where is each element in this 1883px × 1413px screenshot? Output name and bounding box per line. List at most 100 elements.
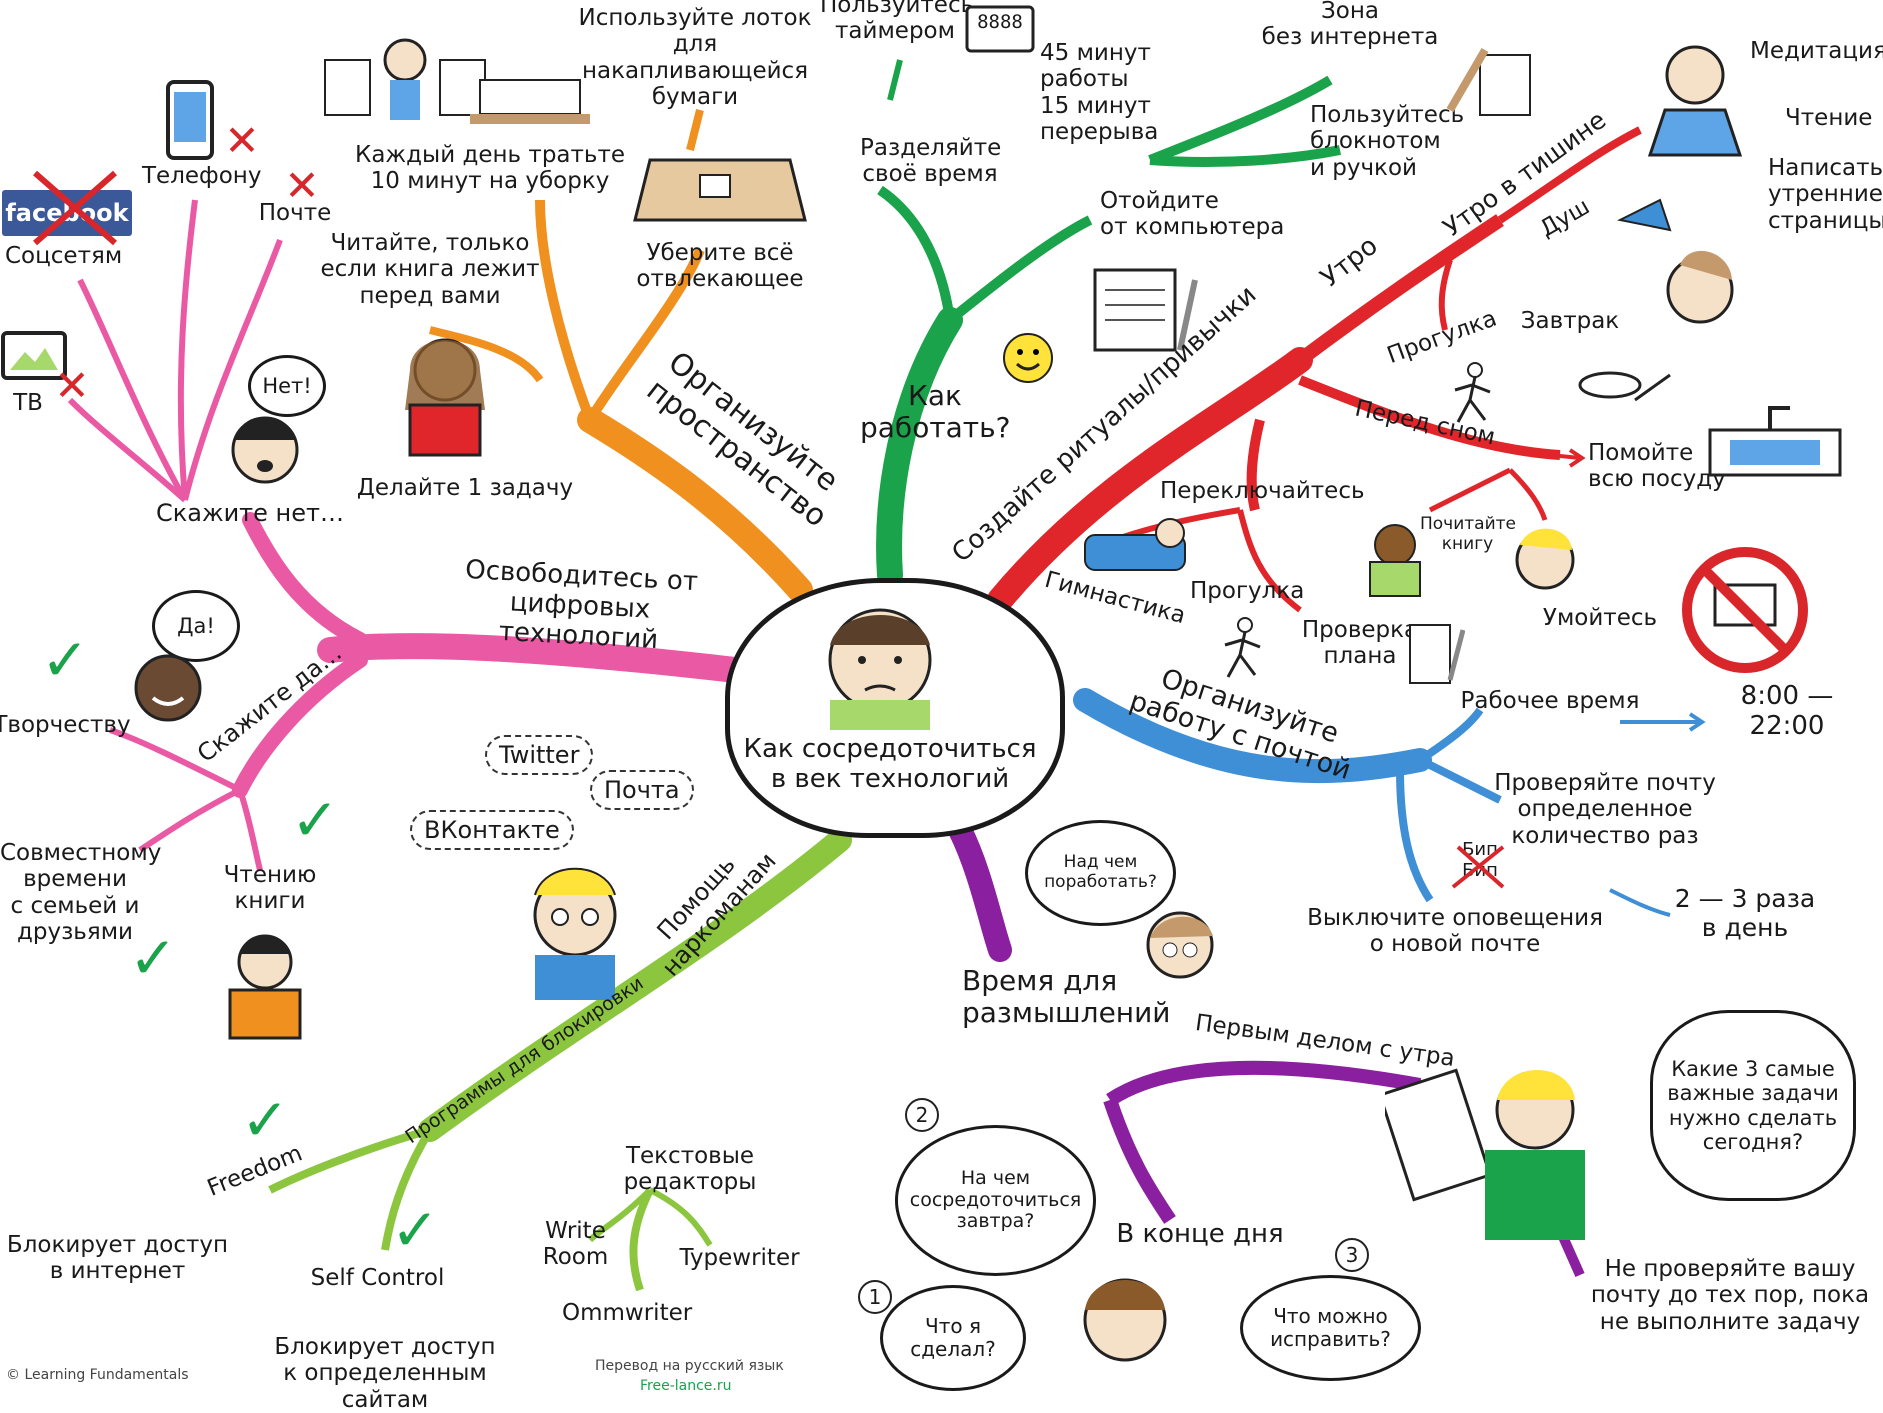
document-icon	[1090, 265, 1200, 355]
red-branch-morning	[1295, 214, 1504, 366]
q1-number: 1	[858, 1280, 892, 1314]
lime-branch-d	[587, 1187, 653, 1243]
space-read: Читайте, только если книга лежит перед в…	[320, 230, 540, 309]
yes-family: Совместному времени с семьей и друзьями	[0, 840, 162, 946]
editor-typewriter: Typewriter	[679, 1245, 800, 1271]
email-check-freq: 2 — 3 раза в день	[1674, 884, 1816, 942]
reading-check-icon: ✓	[290, 786, 340, 854]
green-branch-a	[877, 185, 955, 321]
orange-branch-b	[585, 248, 705, 423]
pink-branch-say-yes	[232, 652, 368, 798]
pink-branch-yes-creative	[109, 727, 242, 793]
pink-branch-say-no	[242, 512, 368, 648]
lime-branch-e	[648, 1187, 713, 1247]
lime-branch-b	[381, 1127, 434, 1251]
desk-icon	[630, 150, 810, 240]
addict-selfcontrol-desc: Блокирует доступ к определенным сайтам	[274, 1334, 496, 1413]
freedom-check-icon: ✓	[240, 1086, 290, 1154]
reflect-no-mail: Не проверяйте вашу почту до тех пор, пок…	[1590, 1256, 1870, 1335]
orange-branch-c	[686, 109, 704, 151]
credit-right-site: Free-lance.ru	[640, 1378, 732, 1394]
creative-check-icon: ✓	[40, 626, 90, 694]
quiet-meditation: Медитация	[1750, 38, 1883, 64]
green-branch-e	[1149, 145, 1341, 167]
arrow-red-read	[1428, 467, 1512, 513]
switch-walk: Прогулка	[1190, 578, 1305, 604]
orange-branch-a	[535, 199, 595, 422]
arrow-blue	[1620, 712, 1706, 732]
email-time-range: 8:00 — 22:00	[1740, 681, 1834, 741]
reading-kid-icon	[1360, 520, 1430, 600]
pink-branch-yes-read	[237, 789, 263, 871]
morning-breakfast: Завтрак	[1520, 308, 1620, 334]
orange-branch-d	[429, 326, 544, 383]
green-branch-b	[946, 215, 1093, 324]
space-one-task: Делайте 1 задачу	[356, 475, 574, 501]
work-45-15: 45 минут работы 15 минут перерыва	[1040, 40, 1159, 146]
stressed-person-icon	[505, 855, 645, 1000]
shouting-boy-icon	[225, 410, 305, 490]
bowl-spoon-icon	[1575, 365, 1675, 410]
reflect-branch-label: Время для размышлений	[962, 964, 1171, 1030]
yes-creative: Творчеству	[0, 712, 131, 738]
facebook-cross-icon	[30, 168, 120, 248]
sleep-wash: Умойтесь	[1542, 605, 1658, 631]
purple-branch-b	[1103, 1097, 1176, 1224]
digital-branch-label: Освободитесь от цифровых технологий	[464, 554, 699, 655]
center-title: Как сосредоточиться в век технологий	[743, 734, 1037, 794]
thinking-head-icon	[1135, 900, 1225, 990]
lime-branch-a	[268, 1126, 432, 1194]
blue-branch	[1073, 688, 1432, 784]
smiley-icon	[1000, 330, 1056, 386]
blue-branch-a	[1417, 707, 1484, 764]
lime-branch-c	[629, 1188, 654, 1292]
work-no-internet: Зона без интернета	[1261, 0, 1439, 51]
sleep-dishes: Помойте всю посуду	[1588, 440, 1726, 493]
quiet-reading: Чтение	[1785, 105, 1873, 131]
red-branch-morning-walk	[1438, 259, 1453, 331]
work-timer: Пользуйтесь таймером	[820, 0, 975, 45]
space-distractions: Уберите всё отвлекающее	[636, 240, 804, 293]
pink-branch-no-tv	[67, 397, 187, 503]
red-branch-quiet	[1497, 126, 1642, 224]
no-tv: ТВ	[13, 390, 43, 416]
beep-cross-icon	[1448, 842, 1508, 892]
vk-cloud: ВКонтакте	[410, 810, 574, 850]
worried-person-icon	[780, 590, 980, 730]
work-branch-label: Как работать?	[860, 379, 1011, 445]
say-no-label: Скажите нет…	[156, 499, 344, 527]
orange-branch	[577, 407, 813, 603]
blue-branch-d	[1609, 888, 1671, 917]
no-computer-icon	[1680, 545, 1810, 675]
pen-notebook-icon	[1445, 40, 1535, 120]
arrow-red-dishes	[1549, 448, 1586, 468]
editor-ommwriter: Ommwriter	[562, 1300, 693, 1326]
addict-selfcontrol: Self Control	[310, 1265, 445, 1291]
credit-left: © Learning Fundamentals	[6, 1367, 189, 1383]
work-divide: Разделяйте своё время	[860, 135, 1002, 188]
red-branch-switch	[1246, 418, 1265, 512]
pink-branch	[317, 633, 748, 683]
addict-editors: Текстовые редакторы	[623, 1143, 757, 1196]
switch-plan: Проверка плана	[1301, 617, 1419, 670]
no-social: Соцсетям	[5, 243, 123, 269]
purple-branch-a	[1106, 1060, 1422, 1106]
editor-writeroom: Write Room	[542, 1218, 609, 1271]
q2-bubble: На чем сосредоточиться завтра?	[895, 1125, 1096, 1276]
credit-right: Перевод на русский язык	[595, 1358, 784, 1374]
happy-boy-icon	[128, 648, 208, 728]
gymnast-icon	[1075, 515, 1195, 595]
green-branch	[876, 307, 963, 588]
paper-stack-icon	[470, 70, 590, 130]
quiet-pages: Написать утренние страницы	[1768, 155, 1883, 234]
pink-branch-no-phone	[177, 199, 198, 501]
q2-number: 2	[905, 1098, 939, 1132]
tv-x-icon: ✕	[54, 360, 90, 410]
pink-branch-no-mail	[182, 238, 283, 501]
red-branch-switch-b	[1237, 509, 1302, 613]
curly-boy-icon	[1070, 1260, 1180, 1380]
green-branch-d	[1148, 75, 1333, 165]
twitter-cloud: Twitter	[485, 735, 594, 775]
no-mail: Почте	[258, 200, 332, 226]
